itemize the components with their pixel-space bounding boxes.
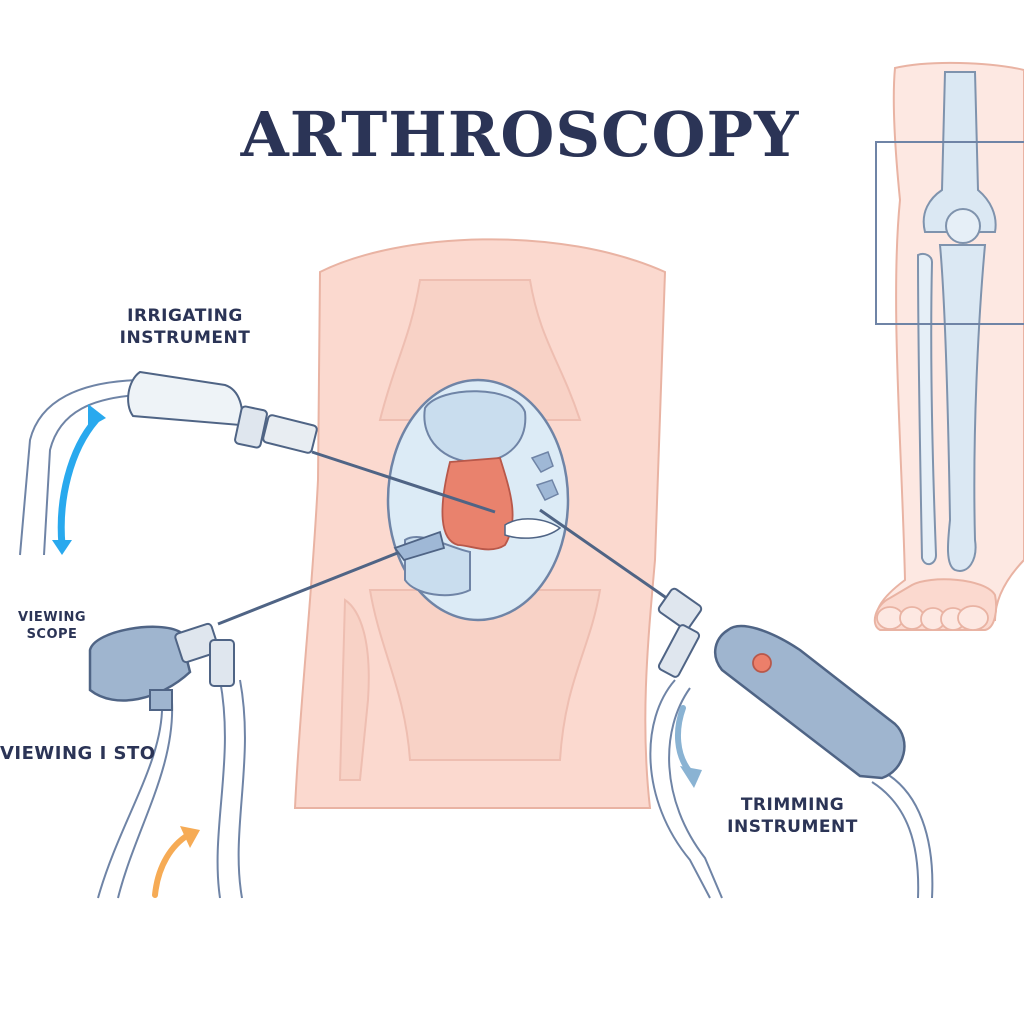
leg-fibula bbox=[916, 252, 938, 566]
faint-fibula bbox=[338, 598, 370, 781]
scope-port bbox=[209, 639, 235, 687]
trimming-collar bbox=[657, 587, 703, 631]
scope-cable-2 bbox=[117, 701, 174, 899]
irrigating-collar-2 bbox=[262, 414, 318, 454]
irrigating-instrument-label: IRRIGATING INSTRUMENT bbox=[95, 305, 275, 349]
scope-shaft bbox=[217, 546, 411, 626]
femoral-condyle bbox=[423, 390, 527, 464]
irrigating-instrument bbox=[19, 370, 496, 556]
trimming-handle bbox=[713, 624, 906, 780]
irrigating-label-line2: INSTRUMENT bbox=[119, 328, 251, 349]
viewing-scope-label: VIEWING SCOPE bbox=[2, 610, 102, 644]
blue-flow-arrow-icon bbox=[52, 404, 106, 555]
leg-patella bbox=[945, 208, 981, 244]
trimming-cable-4 bbox=[871, 781, 920, 899]
irrigating-needle bbox=[311, 450, 496, 514]
faint-femur bbox=[378, 279, 582, 421]
irrigating-handle bbox=[127, 370, 243, 427]
viewing-scope bbox=[88, 530, 446, 899]
orange-flow-arrow-icon bbox=[152, 826, 200, 898]
scope-neck bbox=[149, 689, 173, 711]
trimming-blade-tip bbox=[504, 518, 562, 539]
trimming-cable-3 bbox=[879, 769, 934, 899]
viewing-partial-label: VIEWING I STO bbox=[0, 743, 156, 764]
knee-highlight-box bbox=[875, 141, 1024, 325]
trimming-cable-2 bbox=[668, 687, 723, 899]
scope-collar bbox=[174, 622, 220, 664]
trimming-label-line2: INSTRUMENT bbox=[727, 817, 858, 838]
joint-interior bbox=[404, 390, 559, 597]
leg-reference bbox=[873, 61, 1024, 631]
light-blue-flow-arrow-icon bbox=[675, 705, 702, 788]
scope-cable-3 bbox=[216, 679, 226, 899]
viewing-scope-label-line1: VIEWING bbox=[17, 610, 86, 625]
loose-body-fragment-2 bbox=[535, 479, 559, 501]
meniscus-tissue bbox=[441, 457, 514, 551]
trimming-instrument bbox=[504, 508, 934, 899]
faint-tibia bbox=[368, 589, 602, 761]
scope-cable-4 bbox=[237, 679, 246, 899]
irrigating-label-line1: IRRIGATING bbox=[127, 306, 243, 326]
irrigating-tube-inner bbox=[43, 394, 139, 556]
trim-button bbox=[752, 653, 772, 673]
leg-femur bbox=[922, 71, 997, 233]
diagram-title: ARTHROSCOPY bbox=[240, 98, 800, 171]
trimming-port bbox=[657, 624, 701, 678]
viewing-scope-label-line2: SCOPE bbox=[26, 626, 78, 642]
scope-body bbox=[88, 625, 192, 702]
trimming-shaft bbox=[539, 508, 679, 608]
irrigating-tube-outer bbox=[19, 379, 139, 556]
trimming-label-line1: TRIMMING bbox=[740, 795, 845, 815]
scope-tip bbox=[393, 530, 446, 562]
leg-tibia bbox=[938, 244, 987, 572]
irrigating-collar bbox=[234, 405, 268, 449]
loose-body-fragment-1 bbox=[530, 451, 554, 473]
knee-bones-faint bbox=[338, 279, 602, 781]
leg-toes bbox=[876, 605, 989, 631]
trimming-cable-1 bbox=[649, 679, 711, 899]
scope-cable-1 bbox=[97, 699, 164, 899]
trimming-instrument-label: TRIMMING INSTRUMENT bbox=[705, 794, 880, 838]
